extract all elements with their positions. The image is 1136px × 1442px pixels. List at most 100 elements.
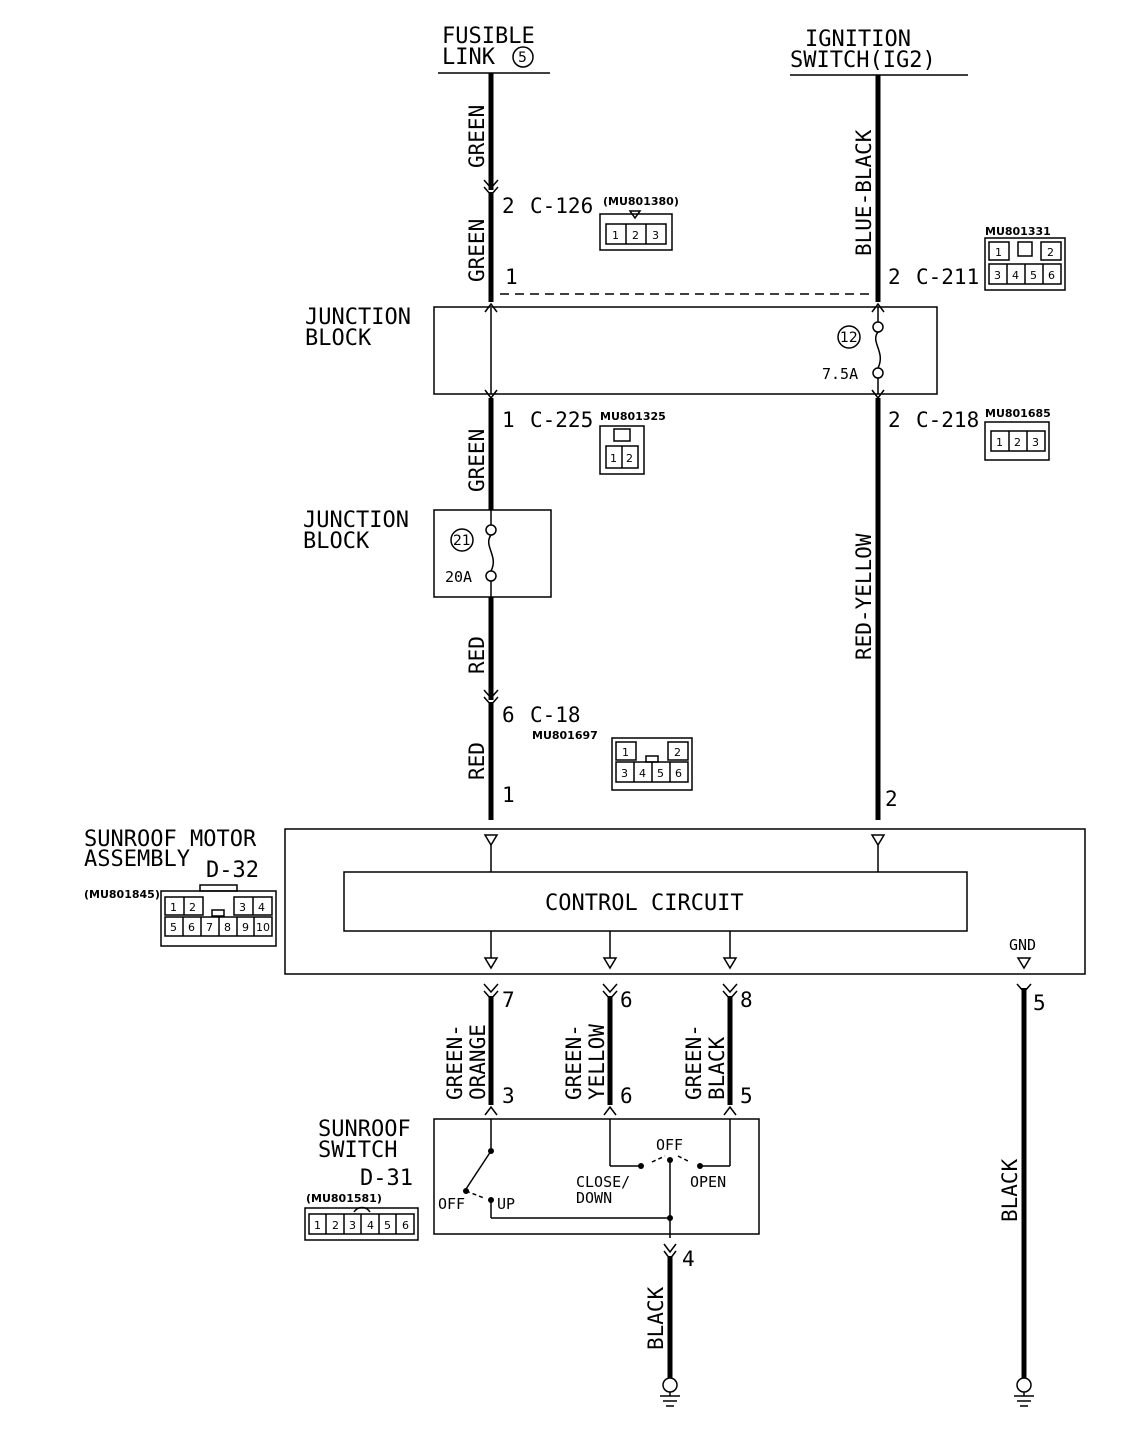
arrow-up xyxy=(484,302,498,313)
motor-assembly-label-1: SUNROOF MOTOR xyxy=(84,827,257,852)
c225-latch xyxy=(613,428,631,442)
right-supply-wire: BLUE-BLACK RED-YELLOW xyxy=(852,75,881,820)
c218-housing xyxy=(984,421,1050,461)
c126-pin-row xyxy=(605,223,667,245)
d31-pin-label: 6 xyxy=(402,1219,409,1232)
fuse-terminal xyxy=(872,367,884,379)
arrow-up xyxy=(603,1105,617,1116)
junction-block-2-label-2: BLOCK xyxy=(303,529,370,554)
switch-travel xyxy=(465,1190,485,1199)
c126-name: C-126 xyxy=(530,194,593,218)
connector-c218: 2 C-218 MU801685 1 2 3 xyxy=(888,407,1051,461)
junction-block-1-label-1: JUNCTION xyxy=(305,305,411,330)
junction-block-2-box xyxy=(433,509,552,598)
c126-part-number: (MU801380) xyxy=(603,195,679,208)
sunroof-switch-label-1: SUNROOF xyxy=(318,1117,411,1142)
c211-pin-label: 4 xyxy=(1012,269,1019,282)
c218-pin-label: 2 xyxy=(1014,436,1021,449)
sunroof-switch-label-2: SWITCH xyxy=(318,1138,397,1163)
motor-pin-out-3: 8 xyxy=(740,988,753,1012)
fusible-link-number-circle xyxy=(512,46,534,68)
connector-c211: 2 C-211 MU801331 1 2 3 4 5 6 xyxy=(888,225,1066,291)
d32-pin-label: 3 xyxy=(239,901,246,914)
fusible-link-label-2: LINK xyxy=(442,45,496,70)
d32-pin-label: 6 xyxy=(188,921,195,934)
switch-travel xyxy=(651,1155,691,1163)
motor-assembly-label-2: ASSEMBLY xyxy=(84,847,190,872)
d31-pin-label: 3 xyxy=(349,1219,356,1232)
arrow-down xyxy=(871,389,885,400)
d31-pin-label: 5 xyxy=(384,1219,391,1232)
d31-pin-label: 1 xyxy=(314,1219,321,1232)
junction-block-1-label-2: BLOCK xyxy=(305,326,372,351)
motor-pin-gnd: 5 xyxy=(1033,991,1046,1015)
motor-pin-in-right: 2 xyxy=(885,787,898,811)
c211-pin-label: 5 xyxy=(1030,269,1037,282)
c211-pin-label: 3 xyxy=(994,269,1001,282)
connector-d32: (MU801845) 1 2 3 4 5 6 7 8 9 10 xyxy=(84,884,277,947)
c211-pin-cell xyxy=(1040,241,1062,261)
c18-pin-cell xyxy=(615,741,637,761)
control-circuit-label: CONTROL CIRCUIT xyxy=(545,891,744,916)
c18-pin-label: 5 xyxy=(657,767,664,780)
c18-key xyxy=(645,755,659,763)
junction-block-2-label-1: JUNCTION xyxy=(303,508,409,533)
arrow-up xyxy=(484,1105,498,1116)
c18-pin-label: 2 xyxy=(674,746,681,759)
junction-dot xyxy=(667,1215,673,1221)
wire-label-green-dash: GREEN- xyxy=(562,1024,586,1100)
control-circuit-box xyxy=(343,871,968,932)
c18-name: C-18 xyxy=(530,703,581,727)
switch-open-label: OPEN xyxy=(690,1173,726,1191)
motor-pin-out-1: 7 xyxy=(502,988,515,1012)
wire-label-yellow: YELLOW xyxy=(585,1024,609,1100)
c225-name: C-225 xyxy=(530,408,593,432)
wire-label-green-top: GREEN xyxy=(465,105,489,168)
ignition-switch-source: IGNITION SWITCH(IG2) xyxy=(790,27,968,76)
d31-pin-label: 2 xyxy=(332,1219,339,1232)
d32-part-number: (MU801845) xyxy=(84,888,160,901)
c18-pin-label: 4 xyxy=(639,767,646,780)
fuse-terminal xyxy=(872,321,884,333)
c218-pin-row xyxy=(990,430,1046,452)
c126-housing xyxy=(599,213,673,251)
output-arrow-icon xyxy=(483,957,499,970)
wire-label-green-dash: GREEN- xyxy=(443,1024,467,1100)
fuse-number-circle xyxy=(450,528,474,552)
sunroof-switch-id: D-31 xyxy=(360,1166,413,1191)
fuse-number-circle xyxy=(837,325,861,349)
arrow-up xyxy=(723,1105,737,1116)
arrow-up xyxy=(871,302,885,313)
c211-pin-label: 2 xyxy=(1047,246,1054,259)
sunroof-switch: SUNROOF SWITCH D-31 3 6 5 OFF UP OFF CLO xyxy=(318,1084,760,1271)
input-arrow-icon xyxy=(870,834,886,847)
d32-pin-label: 9 xyxy=(242,921,249,934)
wire-label-green-c126: GREEN xyxy=(465,219,489,282)
fuse-number: 12 xyxy=(840,330,858,346)
motor-assembly-id: D-32 xyxy=(206,858,259,883)
motor-pin-out-2: 6 xyxy=(620,988,633,1012)
c225-pin-label: 2 xyxy=(626,452,633,465)
c225-pin-label: 1 xyxy=(610,452,617,465)
wire-label-red-bottom: RED xyxy=(465,742,489,780)
fuse-element-icon xyxy=(875,331,881,369)
wire-label-orange: ORANGE xyxy=(466,1024,490,1100)
fusible-link-label-1: FUSIBLE xyxy=(442,24,535,49)
sunroof-switch-box xyxy=(433,1118,760,1235)
c18-pin-label: 3 xyxy=(621,767,628,780)
gnd-arrow-icon xyxy=(1016,957,1032,970)
c218-pin-label: 1 xyxy=(996,436,1003,449)
fusible-link-source: FUSIBLE LINK 5 xyxy=(438,24,550,74)
output-arrow-icon xyxy=(722,957,738,970)
arrow-down xyxy=(484,389,498,400)
wire-label-red-yellow: RED-YELLOW xyxy=(852,533,876,660)
switch-off-label: OFF xyxy=(438,1195,465,1213)
c18-pin-label: 1 xyxy=(622,746,629,759)
junction-block-2: JUNCTION BLOCK 21 20A xyxy=(303,508,552,598)
c18-housing xyxy=(611,737,693,791)
connector-c18: 6 C-18 MU801697 1 2 3 4 5 6 xyxy=(502,703,693,791)
wire-label-blue-black: BLUE-BLACK xyxy=(852,129,876,256)
ground-terminal-icon xyxy=(1016,1377,1032,1393)
d32-pin-label: 8 xyxy=(224,921,231,934)
c211-pin-label: 1 xyxy=(995,246,1002,259)
